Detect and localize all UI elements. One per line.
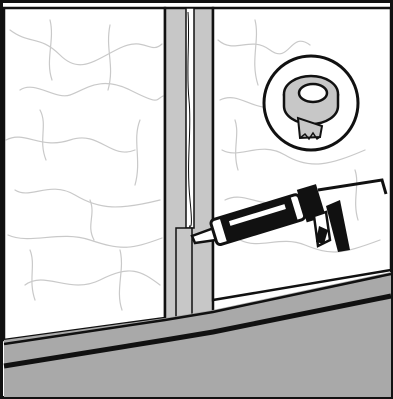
vertical-joint	[165, 8, 213, 338]
left-wall-tile	[4, 8, 165, 340]
right-wall-tile	[213, 8, 391, 300]
tape-roll-icon	[264, 56, 358, 150]
